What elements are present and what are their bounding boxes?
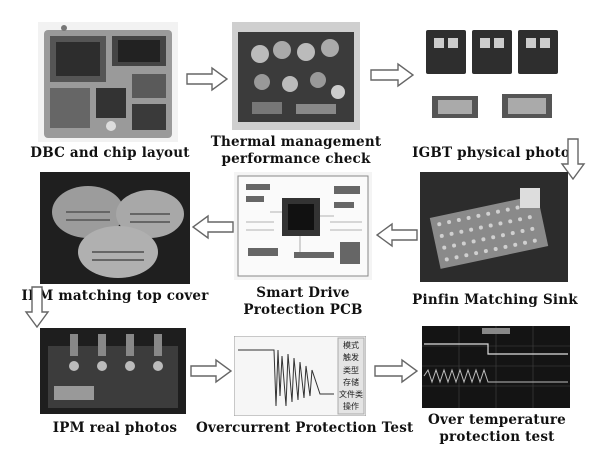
arrow-down-right	[560, 138, 586, 180]
pcb-caption-line2: Protection PCB	[243, 302, 363, 318]
ipm-top-cover-photo	[40, 172, 190, 284]
thermal-caption-line2: performance check	[221, 151, 371, 167]
menu-item: 触发	[343, 353, 359, 363]
overtemp-caption-line1: Over temperature	[428, 412, 566, 428]
arrow-left-1	[192, 214, 234, 240]
dbc-caption: DBC and chip layout	[30, 145, 190, 161]
arrow-right-3	[190, 358, 232, 384]
arrow-left-2	[376, 222, 418, 248]
menu-item: 文件类	[339, 390, 363, 400]
pinfin-sink-photo	[420, 172, 568, 282]
thermal-caption-line1: Thermal management	[210, 134, 382, 150]
pinfin-caption: Pinfin Matching Sink	[412, 292, 578, 308]
top-cover-caption: IPM matching top cover	[21, 288, 209, 304]
menu-item: 类型	[343, 365, 359, 375]
overcurrent-caption: Overcurrent Protection Test	[196, 420, 414, 436]
menu-item: 操作	[343, 402, 359, 412]
arrow-right-1	[186, 66, 228, 92]
igbt-caption: IGBT physical photos	[412, 145, 578, 161]
menu-item: 存储	[343, 377, 359, 387]
overtemp-caption-line2: protection test	[439, 429, 555, 445]
igbt-photos	[422, 20, 562, 132]
menu-item: 模式	[343, 341, 359, 350]
overcurrent-scope-screen: 模式 触发 类型 存储 文件类 操作	[234, 336, 366, 416]
arrow-right-4	[374, 358, 418, 384]
thermal-management-photo	[232, 22, 360, 130]
dbc-chip-layout-photo	[38, 22, 178, 142]
arrow-down-left	[24, 286, 50, 328]
ipm-caption: IPM real photos	[52, 420, 178, 436]
ipm-real-photo	[40, 328, 186, 414]
arrow-right-2	[370, 62, 414, 88]
pcb-caption-line1: Smart Drive	[256, 285, 350, 301]
overtemp-scope-screen	[422, 326, 570, 408]
protection-pcb-photo	[234, 172, 372, 280]
overcurrent-menu-panel: 模式 触发 类型 存储 文件类 操作	[338, 340, 364, 414]
